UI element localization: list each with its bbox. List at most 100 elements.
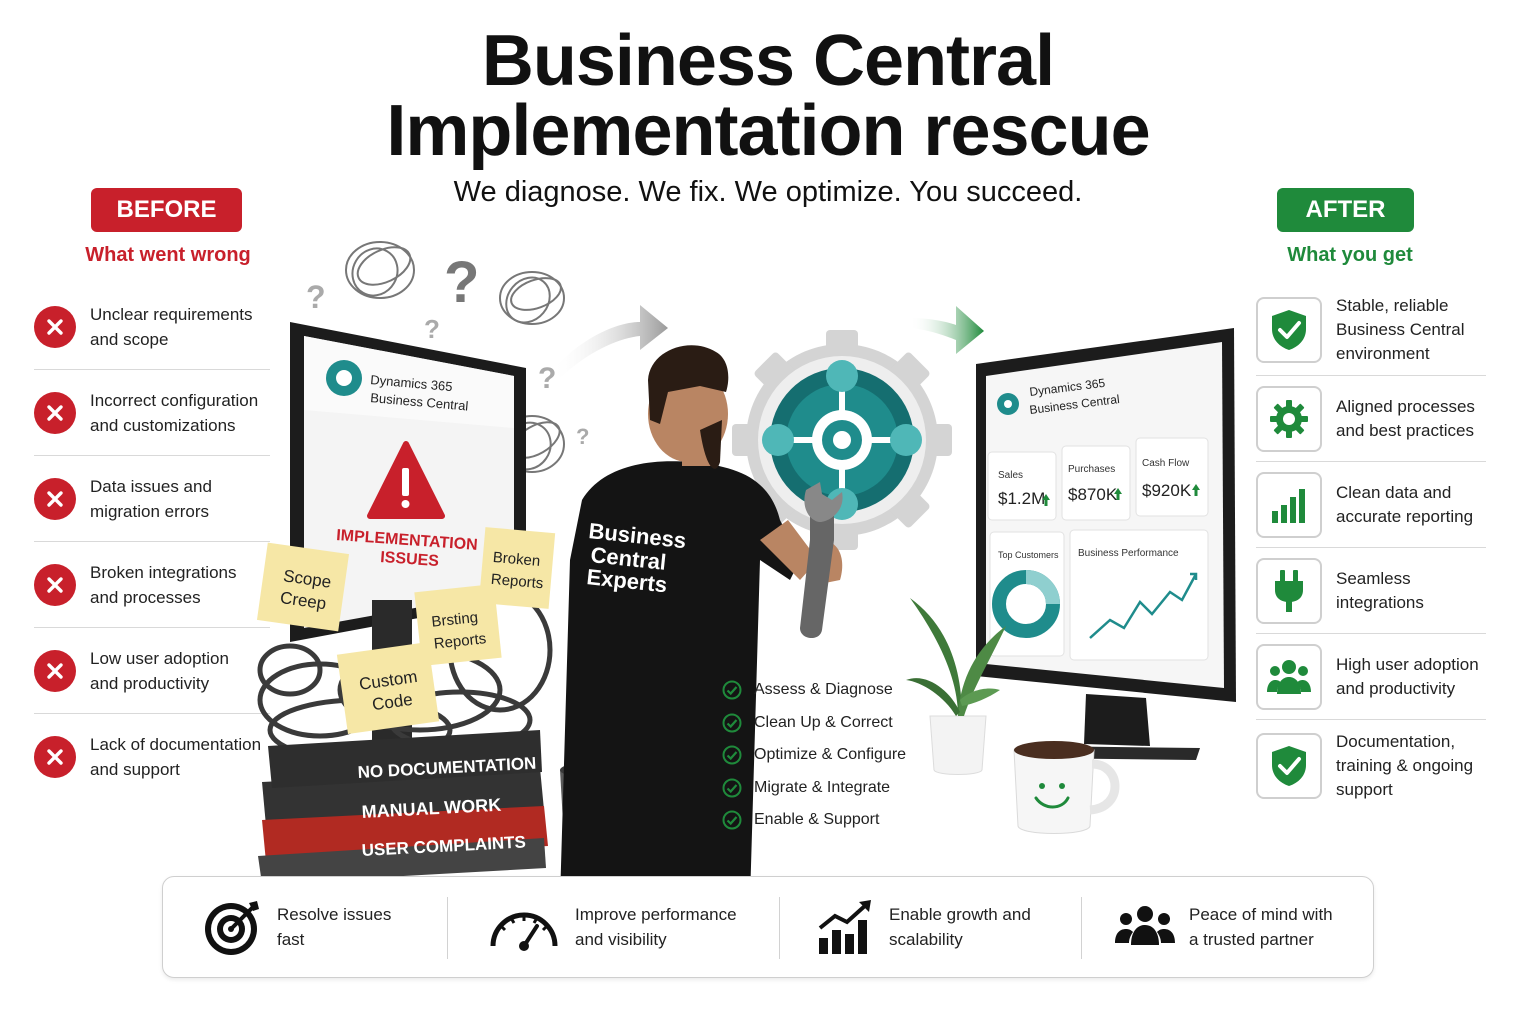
- benefit-line: Improve performance: [575, 905, 737, 924]
- plant-icon: [906, 598, 1006, 775]
- confusion-scribble-icon: [345, 241, 565, 473]
- bar-chart-icon: [1256, 471, 1322, 538]
- after-item-line: and best practices: [1336, 420, 1474, 440]
- line-chart: [1089, 573, 1198, 639]
- after-item: Clean data and accurate reporting: [1256, 462, 1486, 548]
- before-item-line: Unclear requirements: [90, 304, 253, 324]
- process-steps: Assess & Diagnose Clean Up & Correct Opt…: [722, 674, 906, 837]
- check-circle-icon: [722, 713, 742, 733]
- before-item: Lack of documentation and support: [34, 714, 270, 800]
- after-item-line: integrations: [1336, 592, 1424, 612]
- sticky-note-text: Reports: [433, 630, 487, 652]
- before-item-line: Data issues and: [90, 476, 212, 496]
- kpi-label: Sales: [998, 470, 1023, 481]
- after-item: Documentation, training & ongoing support: [1256, 720, 1486, 812]
- svg-text:?: ?: [576, 424, 589, 449]
- x-circle-icon: [34, 649, 76, 692]
- after-item-line: support: [1336, 780, 1393, 799]
- after-sublabel: What you get: [1287, 244, 1413, 266]
- after-item: High user adoption and productivity: [1256, 634, 1486, 720]
- benefit-line: fast: [277, 930, 305, 949]
- after-item-line: Documentation,: [1336, 732, 1456, 751]
- step-label: Migrate & Integrate: [754, 778, 891, 796]
- benefit-line: Enable growth and: [889, 905, 1031, 924]
- sticky-note-text: Reports: [490, 571, 544, 593]
- speedometer-icon: [490, 912, 558, 951]
- page-subtitle: We diagnose. We fix. We optimize. You su…: [453, 176, 1083, 208]
- shield-check-icon: [1256, 296, 1322, 363]
- step-label: Assess & Diagnose: [754, 681, 893, 699]
- page-title: Business Central Implementation rescue: [0, 21, 1536, 171]
- after-item-line: Clean data and: [1336, 482, 1452, 502]
- shield-check-icon: [1256, 733, 1322, 799]
- before-item-line: Lack of documentation: [90, 735, 262, 754]
- happy-mug-icon: [1013, 741, 1120, 834]
- after-item-line: Stable, reliable: [1336, 295, 1449, 315]
- step-item: Assess & Diagnose: [722, 674, 906, 707]
- arrow-icon: [552, 305, 668, 378]
- x-circle-icon: [34, 563, 76, 606]
- arrow-icon: [910, 306, 984, 354]
- step-item: Migrate & Integrate: [722, 772, 906, 805]
- after-item-line: and productivity: [1336, 678, 1456, 698]
- check-circle-icon: [722, 745, 742, 765]
- gear-icon: [732, 330, 952, 550]
- title-line-2: Implementation rescue: [386, 91, 1150, 171]
- before-item-line: and processes: [90, 587, 201, 607]
- benefit-line: Resolve issues: [277, 905, 392, 924]
- kpi-value: $870K: [1068, 485, 1118, 504]
- step-label: Clean Up & Correct: [754, 713, 893, 731]
- benefit-item: Improve performance and visibility: [487, 877, 737, 977]
- after-item-line: Seamless: [1336, 568, 1411, 588]
- before-sublabel: What went wrong: [85, 244, 251, 266]
- x-circle-icon: [34, 736, 76, 778]
- svg-text:?: ?: [424, 314, 440, 344]
- step-item: Clean Up & Correct: [722, 707, 906, 740]
- users-icon: [1256, 643, 1322, 710]
- title-line-1: Business Central: [481, 21, 1055, 101]
- x-circle-icon: [34, 305, 76, 348]
- before-item-line: Low user adoption: [90, 648, 229, 668]
- before-item-line: and support: [90, 760, 180, 779]
- before-item-line: and customizations: [90, 415, 236, 435]
- after-item: Seamless integrations: [1256, 548, 1486, 634]
- before-item-line: Incorrect configuration: [90, 390, 259, 410]
- kpi-label: Purchases: [1068, 464, 1115, 475]
- arrow-up-icon: [1042, 484, 1200, 506]
- before-item-line: migration errors: [90, 501, 210, 521]
- before-badge: BEFORE: [91, 188, 242, 232]
- benefit-line: and visibility: [575, 930, 667, 949]
- after-item-line: training & ongoing: [1336, 756, 1474, 775]
- kpi-label: Cash Flow: [1142, 458, 1190, 469]
- check-circle-icon: [722, 680, 742, 700]
- before-item: Data issues and migration errors: [34, 456, 270, 542]
- step-item: Enable & Support: [722, 804, 906, 837]
- divider: [447, 897, 448, 959]
- left-monitor: [290, 322, 526, 770]
- panel-title: Top Customers: [998, 550, 1059, 560]
- benefit-line: scalability: [889, 930, 963, 949]
- divider: [779, 897, 780, 959]
- after-item-line: High user adoption: [1336, 654, 1479, 674]
- divider: [1081, 897, 1082, 959]
- left-monitor-brand: Dynamics 365: [370, 372, 453, 394]
- benefit-line: a trusted partner: [1189, 930, 1314, 949]
- x-circle-icon: [34, 477, 76, 520]
- plug-icon: [1256, 557, 1322, 624]
- after-item-line: accurate reporting: [1336, 506, 1474, 526]
- before-item: Incorrect configuration and customization…: [34, 370, 270, 456]
- gear-icon: [1256, 385, 1322, 452]
- right-monitor: [976, 328, 1236, 760]
- wrench-icon: [800, 482, 843, 639]
- svg-text:?: ?: [444, 250, 479, 315]
- x-circle-icon: [34, 391, 76, 434]
- svg-text:?: ?: [538, 362, 556, 395]
- book-stack: [258, 730, 548, 884]
- team-icon: [1115, 906, 1175, 945]
